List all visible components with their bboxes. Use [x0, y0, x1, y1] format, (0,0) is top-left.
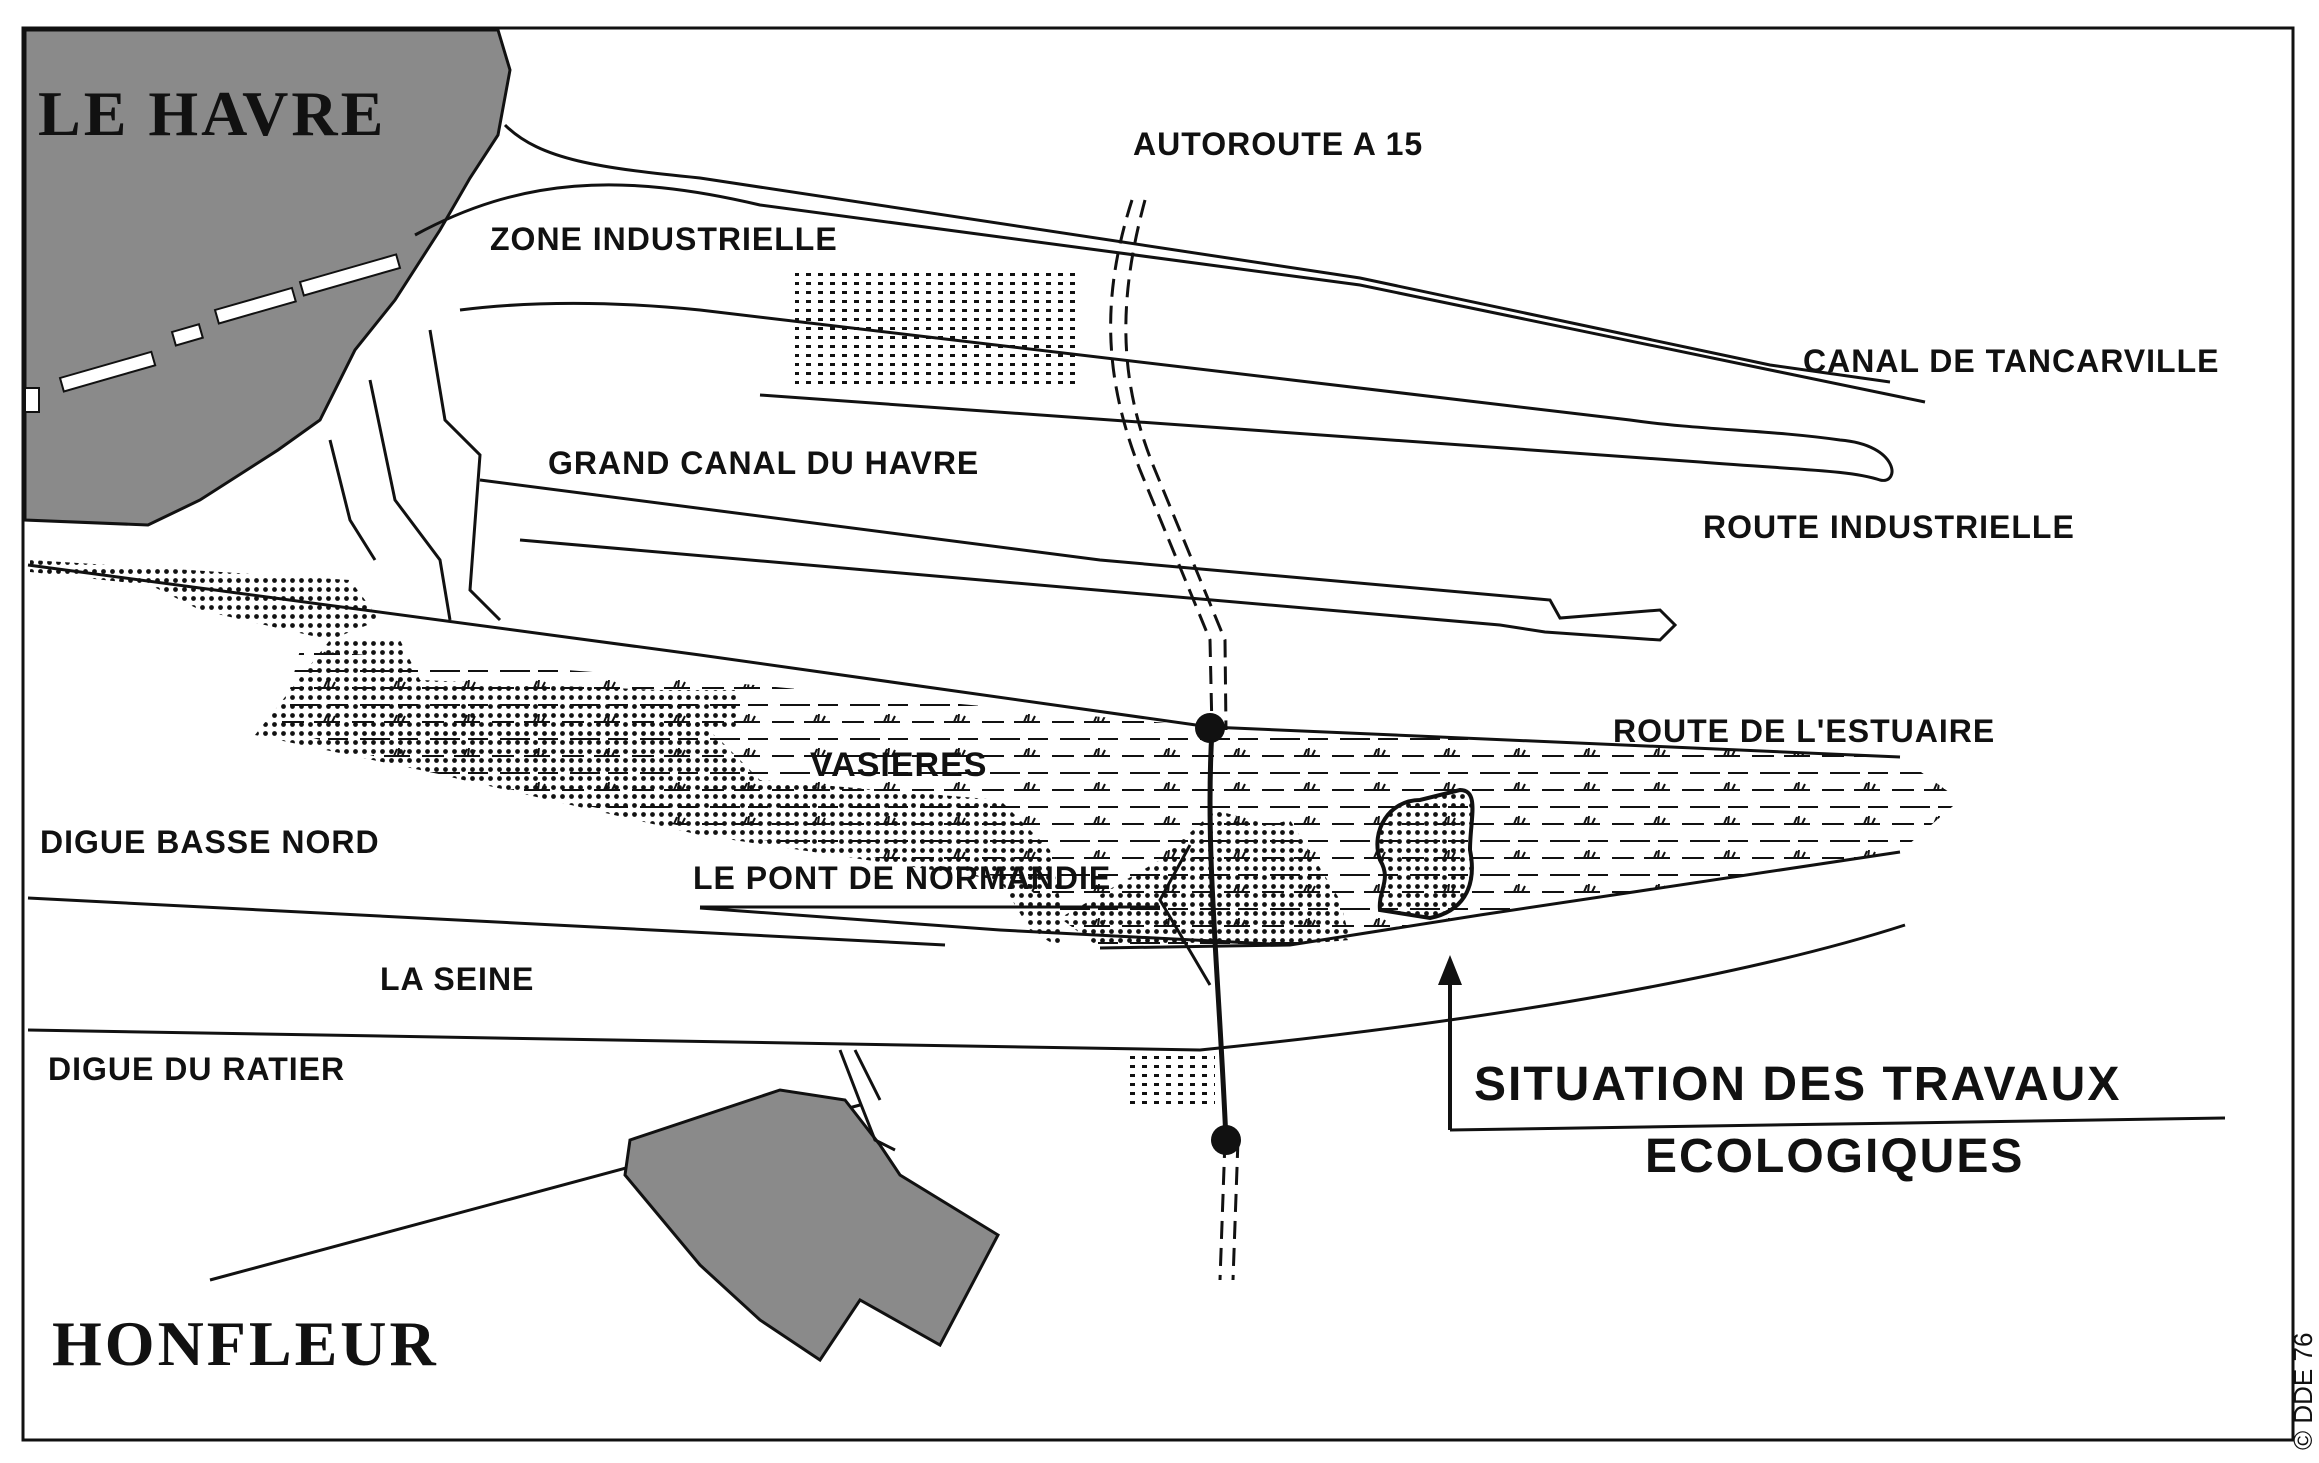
le-havre-urban-area — [23, 28, 512, 527]
canal-tancarville-label: CANAL DE TANCARVILLE — [1803, 343, 2219, 379]
autoroute-label: AUTOROUTE A 15 — [1133, 126, 1423, 162]
autoroute-a15-line — [1109, 199, 1240, 1281]
title-line-1: SITUATION DES TRAVAUX — [1474, 1058, 2121, 1111]
credit-label: © DDE 76 — [2288, 1333, 2318, 1450]
digue-basse-nord-label: DIGUE BASSE NORD — [40, 824, 380, 860]
route-estuaire-label: ROUTE DE L'ESTUAIRE — [1613, 713, 1995, 749]
bridge-approach-line — [1158, 844, 1212, 986]
bridge-node-south — [1211, 1125, 1241, 1155]
title-bracket — [1449, 1116, 2226, 1132]
zone-industrielle-label: ZONE INDUSTRIELLE — [490, 221, 838, 257]
pont-normandie-label: LE PONT DE NORMANDIE — [693, 860, 1111, 896]
stipple-zone-west — [255, 640, 1060, 948]
stipple-zone-south — [1130, 1050, 1215, 1105]
honfleur-urban-area — [623, 1088, 1000, 1363]
harbour-jetty — [24, 253, 402, 413]
stipple-zone-center — [660, 690, 740, 730]
stipple-zone-industrial — [795, 268, 1075, 388]
grand-canal-label: GRAND CANAL DU HAVRE — [548, 445, 979, 481]
up-arrow-head-icon — [1438, 955, 1462, 985]
stipple-zone-pont — [1060, 810, 1350, 948]
title-line-2: ECOLOGIQUES — [1645, 1130, 2024, 1183]
honfleur-jetty — [838, 1049, 896, 1152]
vasieres-label: VASIERES — [810, 746, 987, 784]
honfleur-label: HONFLEUR — [52, 1308, 439, 1379]
route-industrielle-label: ROUTE INDUSTRIELLE — [1703, 509, 2075, 545]
la-seine-label: LA SEINE — [380, 961, 534, 997]
stipple-zone-north — [30, 560, 380, 640]
pont-normandie-line — [1207, 729, 1229, 1141]
digue-ratier-label: DIGUE DU RATIER — [48, 1051, 345, 1087]
stipple-zone-east — [1375, 787, 1475, 921]
le-havre-label: LE HAVRE — [38, 78, 386, 149]
map-frame — [21, 26, 2295, 1442]
canal-network — [328, 123, 1926, 642]
bridge-node-north — [1195, 713, 1225, 743]
